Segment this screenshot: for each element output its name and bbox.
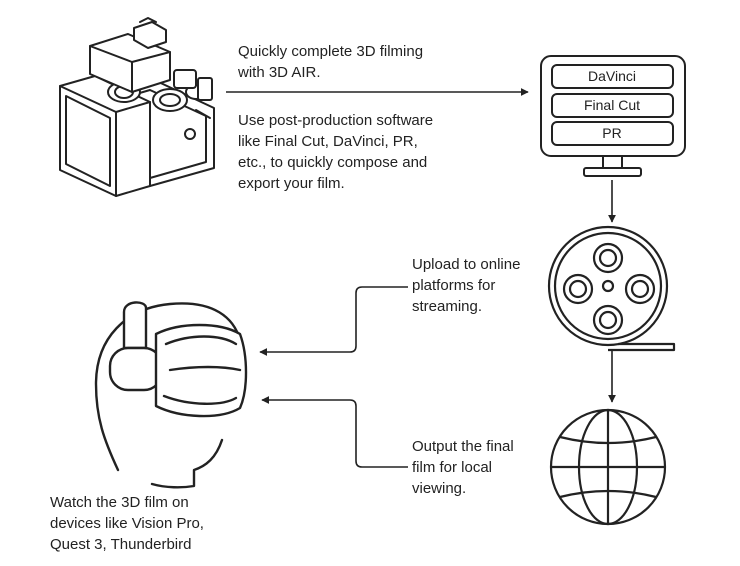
step-filming-line: with 3D AIR. [238,64,321,81]
step-post-production-line: etc., to quickly compose and [238,154,428,171]
step-post-production-line: like Final Cut, DaVinci, PR, [238,133,418,150]
step-post-production-line: Use post-production software [238,112,434,129]
step-output-line: film for local [412,459,493,476]
monitor-icon [540,55,686,177]
step-upload-line: streaming. [412,298,483,315]
monitor-base [583,167,642,177]
arrow-upload-to-headset [259,286,408,356]
step-post-production-text: Use post-production software like Final … [238,110,433,194]
globe-icon [549,408,667,526]
connector-arrows [226,88,616,468]
step-output-line: Output the final [412,438,514,455]
monitor-software-finalcut: Final Cut [584,97,640,113]
monitor-software-pr: PR [602,125,621,141]
step-output-line: viewing. [412,480,467,497]
film-reel-icon [547,225,676,352]
step-filming-line: Quickly complete 3D filming [238,43,424,60]
step-filming-text: Quickly complete 3D filming with 3D AIR. [238,41,423,83]
monitor-neck [602,155,623,169]
step-watch-line: devices like Vision Pro, [50,515,204,532]
camera-rig-icon [59,17,215,197]
step-watch-line: Watch the 3D film on [50,494,189,511]
step-post-production-line: export your film. [238,175,345,192]
monitor-software-pr-box [551,121,674,146]
step-watch-text: Watch the 3D film on devices like Vision… [50,492,204,555]
step-upload-line: Upload to online [412,256,521,273]
arrow-output-to-headset [261,396,408,468]
monitor-software-finalcut-box [551,93,674,118]
vr-headset-icon [94,301,248,489]
step-watch-line: Quest 3, Thunderbird [50,536,192,553]
step-upload-line: platforms for [412,277,496,294]
step-upload-text: Upload to online platforms for streaming… [412,254,520,317]
monitor-software-davinci-box [551,64,674,89]
monitor-software-davinci: DaVinci [588,68,636,84]
step-output-text: Output the final film for local viewing. [412,436,514,499]
